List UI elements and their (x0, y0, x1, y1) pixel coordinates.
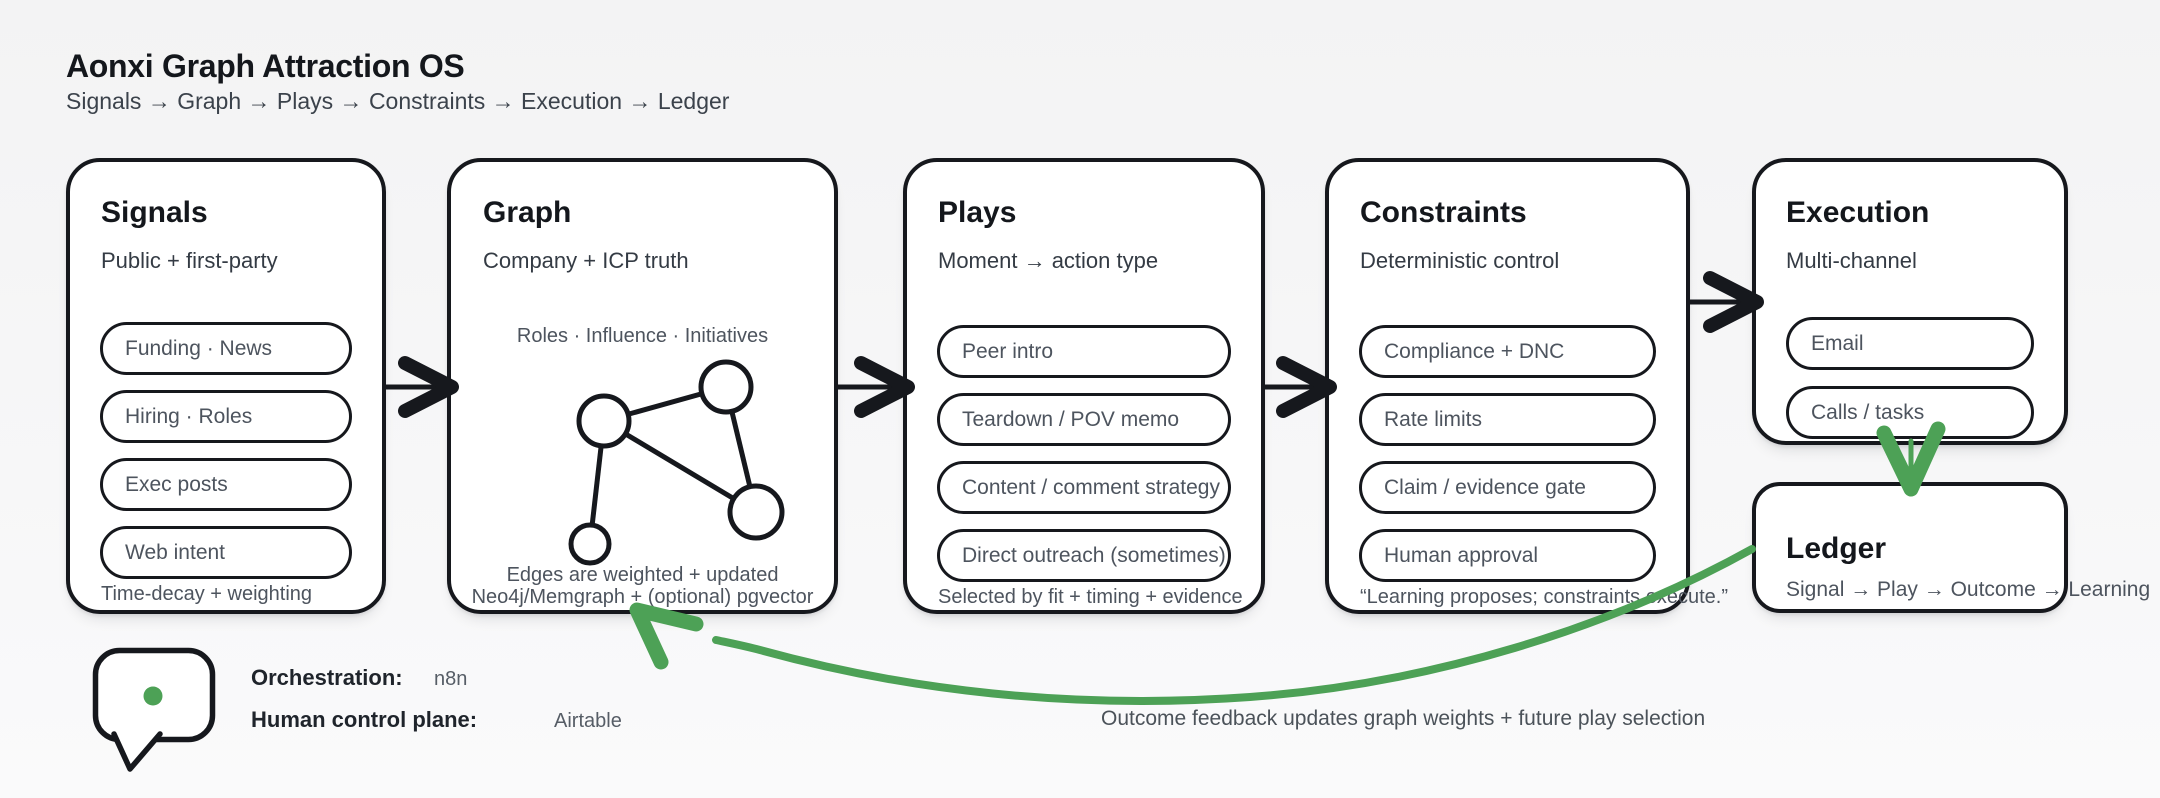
pill-human-approval: Human approval (1359, 529, 1656, 582)
feedback-note: Outcome feedback updates graph weights +… (1101, 707, 1706, 730)
execution-card: Execution Multi-channel Email Calls / ta… (1752, 158, 2068, 445)
graph-card-label: Roles · Influence · Initiatives (516, 325, 769, 347)
pill-email: Email (1786, 317, 2034, 370)
graph-card-title: Graph (483, 196, 572, 229)
pill-calls-tasks: Calls / tasks (1786, 386, 2034, 439)
signals-card-footer: Time-decay + weighting (101, 583, 313, 605)
orchestration-value: n8n (434, 668, 468, 690)
graph-card: Graph Company + ICP truth Roles · Influe… (447, 158, 838, 614)
pill-exec-posts: Exec posts (100, 458, 352, 511)
pill-content-comment-strategy: Content / comment strategy (937, 461, 1231, 514)
signals-card-subtitle: Public + first-party (101, 248, 278, 273)
flow-arrow-plays-to-constraints (1265, 356, 1337, 418)
graph-network-icon (568, 359, 785, 566)
pill-teardown-pov-memo: Teardown / POV memo (937, 393, 1231, 446)
pill-funding-news: Funding · News (100, 322, 352, 375)
graph-card-footer-line1: Edges are weighted + updated (506, 564, 779, 586)
plays-card-subtitle: Moment → action type (938, 248, 1159, 273)
flow-arrow-signals-to-graph (386, 356, 459, 418)
flow-arrow-graph-to-plays (838, 356, 915, 418)
pill-rate-limits: Rate limits (1359, 393, 1656, 446)
constraints-card-footer: “Learning proposes; constraints execute.… (1360, 586, 1728, 608)
signals-card: Signals Public + first-party Funding · N… (66, 158, 386, 614)
graph-card-footer-line2: Neo4j/Memgraph + (optional) pgvector (471, 586, 814, 608)
pill-peer-intro: Peer intro (937, 325, 1231, 378)
signals-card-title: Signals (101, 196, 208, 229)
constraints-card-subtitle: Deterministic control (1360, 248, 1560, 273)
execution-card-title: Execution (1786, 196, 1930, 229)
plays-card: Plays Moment → action type Peer intro Te… (903, 158, 1265, 614)
ledger-card-title: Ledger (1786, 532, 1887, 565)
execution-card-subtitle: Multi-channel (1786, 248, 1917, 273)
flow-arrow-constraints-to-execution (1690, 271, 1764, 333)
constraints-card: Constraints Deterministic control Compli… (1325, 158, 1728, 614)
ledger-card-subtitle: Signal → Play → Outcome → Learning (1786, 578, 2151, 601)
plays-card-title: Plays (938, 196, 1017, 229)
pill-hiring-roles: Hiring · Roles (100, 390, 352, 443)
pill-direct-outreach: Direct outreach (sometimes) (937, 529, 1231, 582)
control-plane-value: Airtable (554, 710, 622, 732)
chat-bubble-icon (92, 647, 216, 772)
control-plane-label: Human control plane: (251, 707, 478, 732)
pill-compliance-dnc: Compliance + DNC (1359, 325, 1656, 378)
flow-breadcrumb: Signals → Graph → Plays → Constraints → … (66, 88, 730, 114)
page-title: Aonxi Graph Attraction OS (66, 48, 465, 84)
constraints-card-title: Constraints (1360, 196, 1527, 229)
ledger-card: Ledger Signal → Play → Outcome → Learnin… (1752, 482, 2150, 613)
orchestration-label: Orchestration: (251, 665, 403, 690)
pill-web-intent: Web intent (100, 526, 352, 579)
green-dot-icon (143, 686, 163, 706)
pill-claim-evidence-gate: Claim / evidence gate (1359, 461, 1656, 514)
graph-card-subtitle: Company + ICP truth (483, 248, 689, 273)
plays-card-footer: Selected by fit + timing + evidence (938, 586, 1243, 608)
